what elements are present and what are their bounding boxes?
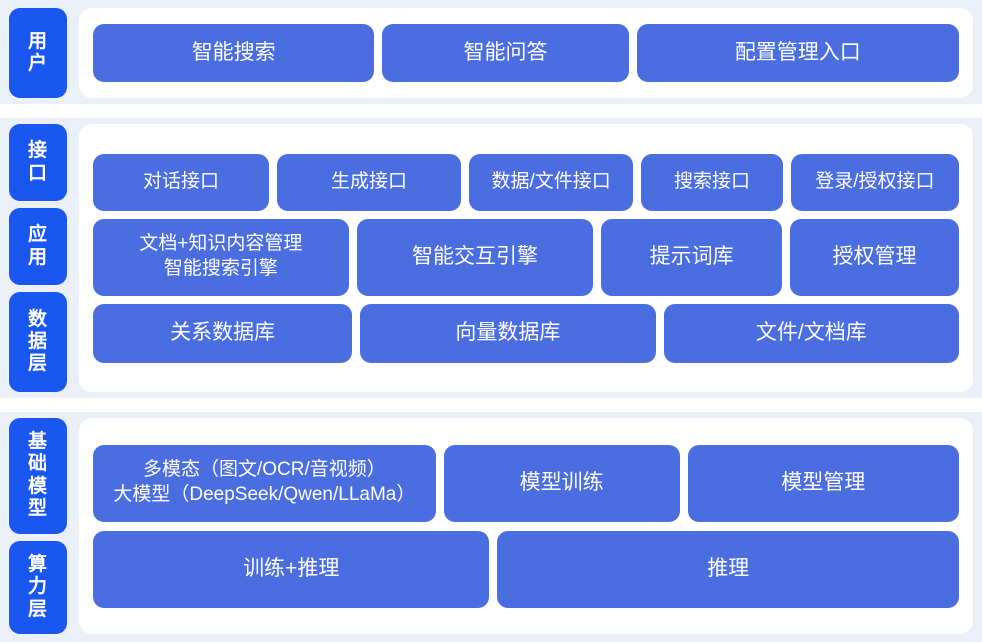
rail-label-interface-text: 接口 xyxy=(27,140,48,184)
box-config-management-entry[interactable]: 配置管理入口 xyxy=(636,24,959,82)
band-middle: 接口 应用 数据层 对话接口 生成接口 数据/文件接口 搜索接口 登录/授权接口… xyxy=(0,118,982,398)
rail-label-data-layer: 数据层 xyxy=(9,292,67,393)
rail-gap-3 xyxy=(9,534,67,541)
box-relational-database[interactable]: 关系数据库 xyxy=(93,303,353,363)
rail-label-compute-layer-text: 算力层 xyxy=(27,553,48,620)
band-user: 用户 智能搜索 智能问答 配置管理入口 xyxy=(0,0,982,104)
rail-label-interface: 接口 xyxy=(9,124,67,202)
box-vector-database[interactable]: 向量数据库 xyxy=(360,303,656,363)
box-smart-search[interactable]: 智能搜索 xyxy=(93,24,375,82)
rail-label-foundation-model: 基础模型 xyxy=(9,418,67,534)
label-rail-user: 用户 xyxy=(9,8,67,98)
box-search-api[interactable]: 搜索接口 xyxy=(641,153,783,211)
box-file-document-store[interactable]: 文件/文档库 xyxy=(663,303,960,363)
box-inference[interactable]: 推理 xyxy=(497,530,959,608)
row-compute: 训练+推理 推理 xyxy=(93,530,959,608)
box-data-file-api[interactable]: 数据/文件接口 xyxy=(468,153,634,211)
box-smart-interaction-engine[interactable]: 智能交互引擎 xyxy=(356,218,594,296)
box-generation-api[interactable]: 生成接口 xyxy=(277,153,461,211)
label-rail-middle: 接口 应用 数据层 xyxy=(9,124,67,393)
row-application: 文档+知识内容管理 智能搜索引擎 智能交互引擎 提示词库 授权管理 xyxy=(93,218,959,296)
box-smart-qa[interactable]: 智能问答 xyxy=(382,24,629,82)
box-prompt-library[interactable]: 提示词库 xyxy=(601,218,782,296)
box-multimodal-large-model[interactable]: 多模态（图文/OCR/音视频） 大模型（DeepSeek/Qwen/LLaMa） xyxy=(93,444,436,522)
box-authorization-management[interactable]: 授权管理 xyxy=(789,218,959,296)
panel-middle: 对话接口 生成接口 数据/文件接口 搜索接口 登录/授权接口 文档+知识内容管理… xyxy=(79,124,973,392)
box-training-inference[interactable]: 训练+推理 xyxy=(93,530,490,608)
rail-label-application-text: 应用 xyxy=(27,224,48,268)
rail-gap-1 xyxy=(9,201,67,208)
panel-foundation: 多模态（图文/OCR/音视频） 大模型（DeepSeek/Qwen/LLaMa）… xyxy=(79,418,973,634)
rail-gap-2 xyxy=(9,285,67,292)
row-model: 多模态（图文/OCR/音视频） 大模型（DeepSeek/Qwen/LLaMa）… xyxy=(93,444,959,522)
box-model-management[interactable]: 模型管理 xyxy=(687,444,959,522)
box-dialog-api[interactable]: 对话接口 xyxy=(93,153,270,211)
band-foundation: 基础模型 算力层 多模态（图文/OCR/音视频） 大模型（DeepSeek/Qw… xyxy=(0,412,982,642)
rail-label-compute-layer: 算力层 xyxy=(9,540,67,634)
row-data: 关系数据库 向量数据库 文件/文档库 xyxy=(93,303,960,363)
box-login-auth-api[interactable]: 登录/授权接口 xyxy=(790,153,959,211)
band-separator-1 xyxy=(0,104,982,118)
rail-label-application: 应用 xyxy=(9,208,67,286)
panel-user: 智能搜索 智能问答 配置管理入口 xyxy=(79,8,973,98)
band-separator-2 xyxy=(0,398,982,412)
box-doc-knowledge-management[interactable]: 文档+知识内容管理 智能搜索引擎 xyxy=(93,218,349,296)
box-model-training[interactable]: 模型训练 xyxy=(443,444,680,522)
row-user: 智能搜索 智能问答 配置管理入口 xyxy=(93,24,959,82)
label-rail-foundation: 基础模型 算力层 xyxy=(9,418,67,634)
rail-label-user-text: 用户 xyxy=(27,30,48,74)
rail-label-foundation-model-text: 基础模型 xyxy=(27,431,48,520)
rail-label-user: 用户 xyxy=(9,8,67,98)
row-interface: 对话接口 生成接口 数据/文件接口 搜索接口 登录/授权接口 xyxy=(93,153,959,211)
rail-label-data-layer-text: 数据层 xyxy=(27,308,48,375)
